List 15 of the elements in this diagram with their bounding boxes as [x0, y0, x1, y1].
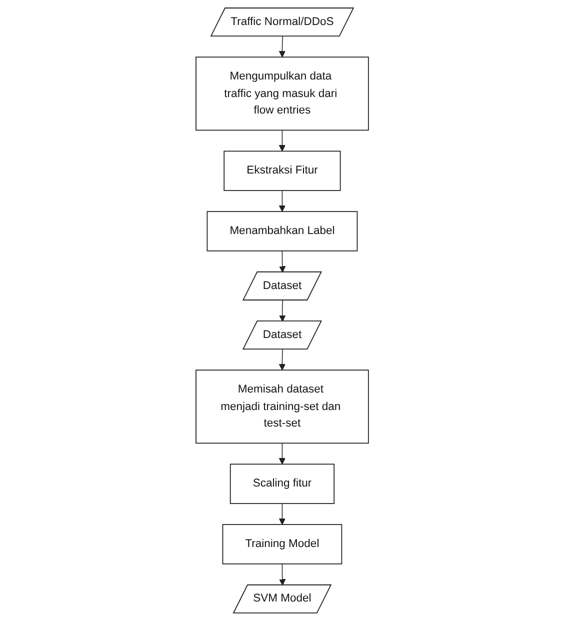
arrow: [278, 190, 286, 212]
arrow: [278, 130, 286, 152]
node-box: Ekstraksi Fitur: [223, 150, 341, 191]
node-box: Menambahkan Label: [206, 211, 358, 252]
node-box: Memisah dataset menjadi training-set dan test-set: [195, 370, 369, 444]
arrow: [278, 564, 286, 586]
arrow: [278, 349, 286, 370]
node-box: Training Model: [222, 524, 342, 564]
node-box: Scaling fitur: [230, 464, 334, 504]
arrow: [278, 300, 286, 322]
arrow: [278, 250, 286, 273]
arrow: [278, 442, 286, 464]
arrow: [278, 36, 286, 58]
node-box: Mengumpulkan data traffic yang masuk dari flow entries: [195, 56, 369, 131]
arrow: [278, 503, 286, 525]
